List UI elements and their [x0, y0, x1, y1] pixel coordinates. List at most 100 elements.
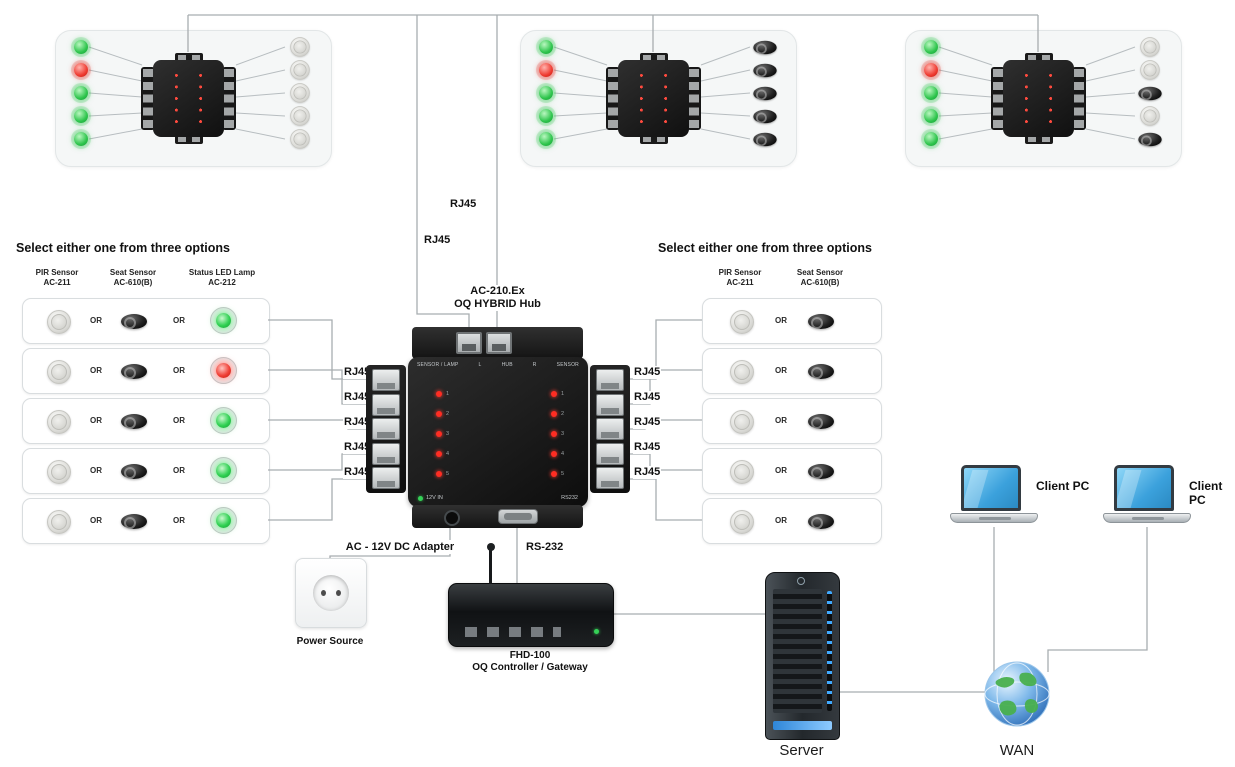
port-number: 2 [560, 411, 564, 417]
pir-sensor-icon [47, 310, 71, 334]
rj45-jack [372, 369, 400, 391]
seat-sensor-icon [121, 314, 147, 329]
or-label: OR [775, 366, 787, 375]
sensor-slot [1135, 36, 1165, 58]
rj45-label: RJ45 [423, 234, 452, 247]
port-number: 5 [560, 471, 564, 477]
rj45-jack [596, 393, 624, 416]
port-led: 3 [550, 431, 564, 437]
port-led: 4 [550, 451, 564, 457]
port-number: 4 [560, 451, 564, 457]
led-dot [550, 391, 557, 397]
rj45-label: RJ45 [343, 391, 372, 404]
option-row: OR OR [22, 298, 270, 344]
seat-sensor-icon [808, 364, 834, 379]
status-led [539, 40, 553, 54]
pir-sensor-icon [290, 106, 310, 126]
pir-sensor-icon [1140, 37, 1160, 57]
hub-sensor-panel-1 [55, 30, 332, 167]
hub-name: OQ HYBRID Hub [451, 298, 544, 311]
socket-hole [336, 590, 341, 596]
rj45-uplink-port-r [486, 332, 512, 354]
rj45-jack [372, 393, 400, 416]
rs232-connector [498, 509, 538, 524]
hub-sensor-panel-3 [905, 30, 1182, 167]
fhd-controller-device [448, 543, 614, 647]
or-label: OR [90, 366, 102, 375]
pir-sensor-icon [1140, 106, 1160, 126]
face-label: SENSOR [556, 362, 579, 368]
port-number: 1 [560, 391, 564, 397]
status-led [539, 132, 553, 146]
face-label: HUB [501, 362, 513, 368]
pir-sensor-icon [47, 360, 71, 384]
panel-wiring-lines [88, 46, 286, 140]
rj45-label: RJ45 [633, 391, 662, 404]
pir-sensor-icon [290, 129, 310, 149]
socket-icon [313, 575, 349, 611]
or-label: OR [173, 316, 185, 325]
laptop-keyboard-icon [950, 513, 1038, 523]
hub-right-ports [1072, 67, 1086, 130]
led-dot [436, 431, 442, 437]
option-row: OR [702, 298, 882, 344]
gateway-name: OQ Controller / Gateway [472, 662, 588, 673]
rj45-label: RJ45 [633, 366, 662, 379]
lamp-core [216, 463, 231, 478]
sensor-slot [1135, 105, 1165, 127]
header-line2: AC-212 [208, 278, 236, 287]
led-dot [550, 411, 557, 417]
column-header-pir-left: PIR Sensor AC-211 [27, 268, 87, 288]
server-label: Server [779, 742, 824, 759]
sensor-slot [1135, 82, 1165, 104]
oq-hybrid-hub-device: SENSOR / LAMP L HUB R SENSOR 1 2 3 4 5 1… [408, 357, 588, 507]
column-header-pir-right: PIR Sensor AC-211 [708, 268, 772, 288]
rj45-uplink-port-l [456, 332, 482, 354]
status-led-lamp [210, 407, 237, 434]
gateway-model: FHD-100 [509, 650, 551, 661]
port-number: 2 [446, 411, 450, 417]
oq-hub-device [141, 53, 236, 144]
seat-sensor-icon [808, 514, 834, 529]
hub-face [618, 60, 689, 137]
port-number: 4 [446, 451, 450, 457]
option-row: OR [702, 448, 882, 494]
status-led-lamp [210, 357, 237, 384]
hub-right-port-strip [590, 365, 630, 493]
status-led [539, 63, 553, 77]
rs232-face-label: RS232 [561, 495, 578, 501]
header-line2: AC-610(B) [113, 278, 153, 287]
dc-power-jack [444, 510, 460, 526]
status-led [74, 86, 88, 100]
pir-sensor-icon [290, 60, 310, 80]
power-outlet [295, 558, 367, 628]
seat-sensor-icon [1138, 86, 1162, 100]
or-label: OR [173, 516, 185, 525]
server-drive-bays [773, 589, 822, 713]
seat-sensor-icon [753, 109, 777, 123]
port-led: 4 [436, 451, 449, 457]
globe-icon [984, 661, 1050, 727]
option-row: OR [702, 348, 882, 394]
antenna-icon [486, 543, 495, 584]
sensor-slot [750, 105, 780, 127]
seat-sensor-icon [808, 314, 834, 329]
pir-sensor-icon [47, 460, 71, 484]
port-led: 1 [436, 391, 449, 397]
panel-wiring-lines [553, 46, 751, 140]
sensor-slot [750, 128, 780, 150]
hub-bottom-port-tab [1025, 133, 1053, 144]
seat-sensor-icon [121, 464, 147, 479]
status-led [539, 86, 553, 100]
status-led [924, 109, 938, 123]
port-number: 3 [560, 431, 564, 437]
status-led [924, 63, 938, 77]
face-label: SENSOR / LAMP [417, 362, 459, 368]
port-led: 1 [550, 391, 564, 397]
server-bottom-panel [773, 721, 832, 730]
header-line1: Seat Sensor [796, 268, 844, 277]
hub-title: AC-210.Ex OQ HYBRID Hub [415, 285, 580, 311]
or-label: OR [775, 516, 787, 525]
rs232-label: RS-232 [524, 540, 566, 554]
hub-bottom-labels: 12V IN RS232 [418, 495, 578, 501]
